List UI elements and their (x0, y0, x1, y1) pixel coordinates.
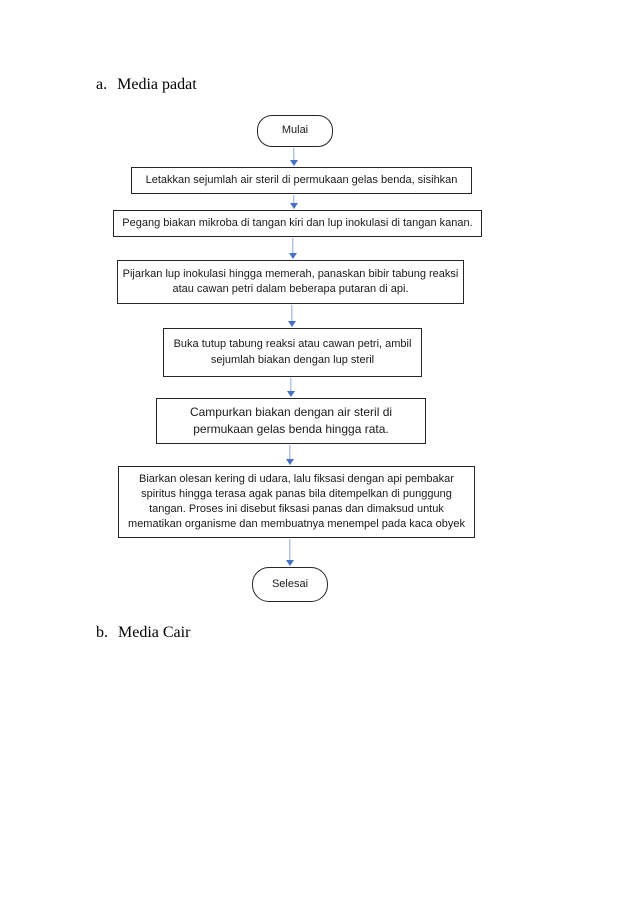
process-step-box-6: Biarkan olesan kering di udara, lalu fik… (118, 466, 475, 538)
section-label: b. (96, 624, 108, 641)
section-title: Media Cair (118, 624, 191, 641)
flow-arrow-down-icon (286, 445, 294, 465)
section-heading-media-cair: b. Media Cair (96, 624, 190, 642)
section-heading-media-padat: a. Media padat (96, 76, 197, 94)
process-step-box-3: Pijarkan lup inokulasi hingga memerah, p… (117, 260, 464, 304)
flowchart-end-node: Selesai (252, 567, 328, 602)
flow-arrow-down-icon (290, 195, 298, 209)
flow-arrow-down-icon (289, 238, 297, 259)
process-step-box-4: Buka tutup tabung reaksi atau cawan petr… (163, 328, 422, 377)
section-title: Media padat (117, 76, 197, 93)
flow-arrow-down-icon (290, 148, 298, 166)
flowchart-start-node: Mulai (257, 115, 333, 147)
process-step-box-2: Pegang biakan mikroba di tangan kiri dan… (113, 210, 482, 237)
flow-arrow-down-icon (288, 305, 296, 327)
section-label: a. (96, 76, 108, 93)
flow-arrow-down-icon (287, 378, 295, 397)
process-step-box-1: Letakkan sejumlah air steril di permukaa… (131, 167, 472, 194)
process-step-box-5: Campurkan biakan dengan air steril di pe… (156, 398, 426, 444)
flow-arrow-down-icon (286, 539, 294, 566)
